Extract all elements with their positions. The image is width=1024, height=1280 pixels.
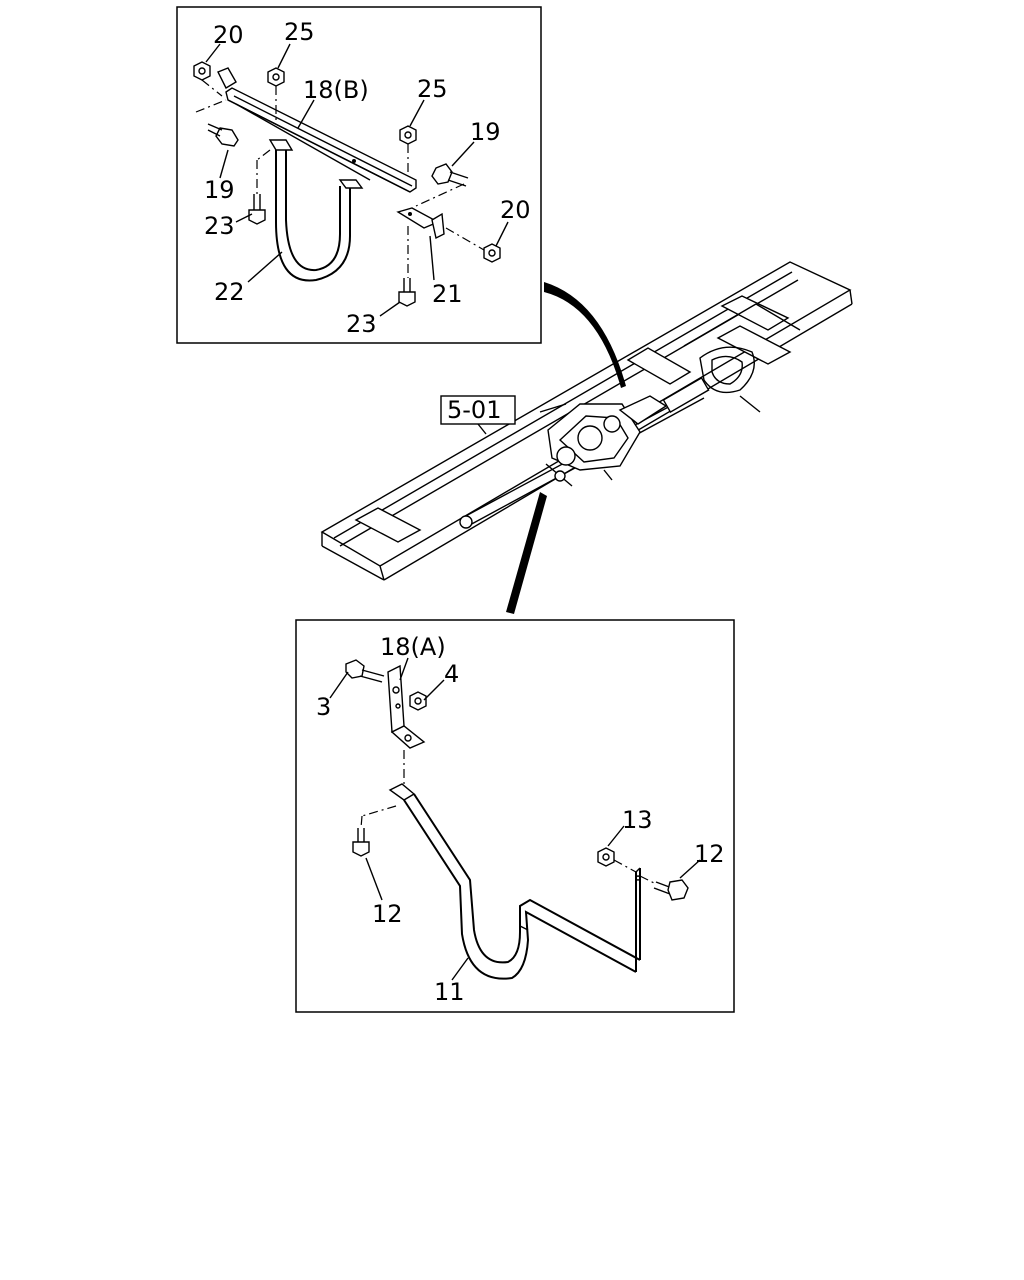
callout-20-right: 20 [500, 196, 531, 224]
bracket-21 [396, 207, 445, 240]
nut-4 [409, 691, 427, 711]
callout-23-right: 23 [346, 310, 377, 338]
bolt-3 [345, 659, 385, 683]
callout-3: 3 [316, 693, 331, 721]
nut-20-right [483, 243, 501, 263]
callout-21: 21 [432, 280, 463, 308]
nut-25-right [399, 125, 417, 145]
callout-22: 22 [214, 278, 245, 306]
callout-12-left: 12 [372, 900, 403, 928]
callout-18b: 18(B) [303, 76, 369, 104]
bolt-12-right [653, 879, 689, 901]
callout-20-left: 20 [213, 21, 244, 49]
bolt-19-left [207, 123, 239, 147]
nut-20-left [193, 61, 211, 81]
callout-13: 13 [622, 806, 653, 834]
chassis-frame: 5-01 [320, 261, 853, 581]
callout-23-left: 23 [204, 212, 235, 240]
bracket-18b [217, 67, 417, 193]
callout-19-right: 19 [470, 118, 501, 146]
bolt-23-left [248, 194, 266, 225]
transmission-assembly [539, 395, 668, 487]
callout-4: 4 [444, 660, 459, 688]
pointer-to-bottom-inset [506, 492, 547, 614]
callout-12-right: 12 [694, 840, 725, 868]
nut-25-left [267, 67, 285, 87]
callout-25-left: 25 [284, 18, 315, 46]
u-clamp-22 [268, 139, 364, 282]
callout-19-left: 19 [204, 176, 235, 204]
callout-18a: 18(A) [380, 633, 446, 661]
top-inset: 20 25 18(B) 25 19 19 23 20 22 21 23 [176, 6, 542, 344]
top-inset-frame [176, 6, 542, 344]
bolt-19-right [431, 163, 469, 187]
bolt-12-left [352, 828, 370, 857]
bottom-inset: 18(A) 3 4 13 12 12 11 [295, 619, 735, 1013]
nut-13 [597, 847, 615, 867]
pointer-to-top-inset [544, 282, 626, 388]
clamp-11 [388, 783, 641, 980]
callout-11: 11 [434, 978, 465, 1006]
bottom-inset-frame [295, 619, 735, 1013]
reference-label: 5-01 [447, 396, 501, 424]
callout-25-right: 25 [417, 75, 448, 103]
bolt-23-right [398, 278, 416, 307]
bracket-18a [387, 664, 426, 749]
